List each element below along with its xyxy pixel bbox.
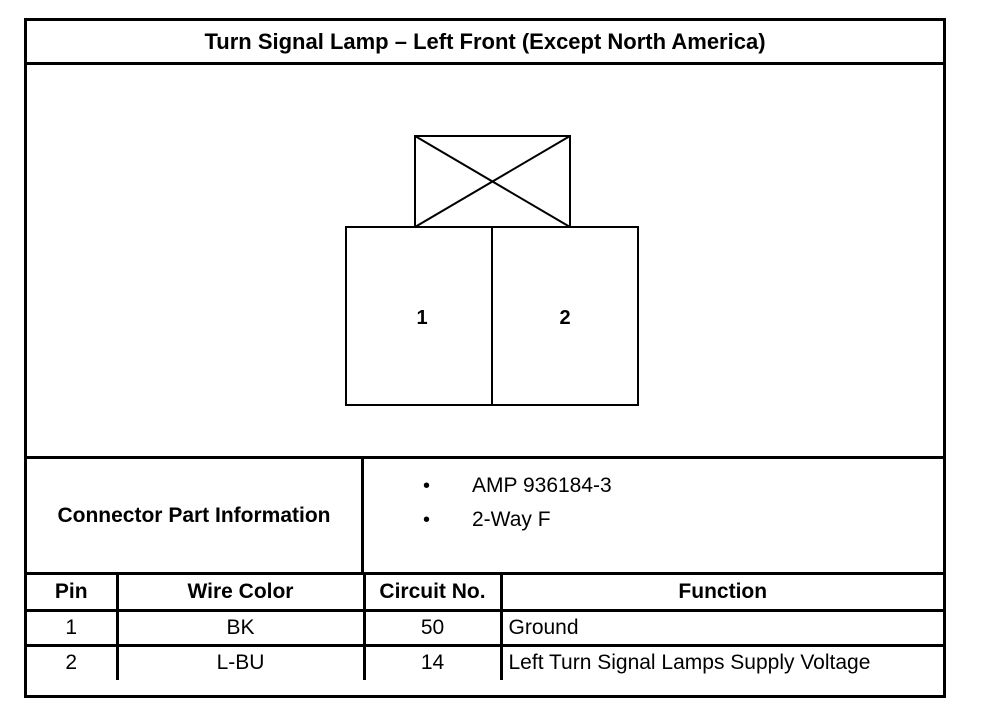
pin-table: Pin Wire Color Circuit No. Function 1 BK… [27, 575, 943, 680]
cell-function: Ground [499, 608, 943, 647]
locking-tab [414, 135, 571, 228]
pin-2-label: 2 [559, 307, 570, 329]
cell-circuit: 50 [362, 608, 503, 647]
bullet-icon: • [423, 508, 431, 531]
connector-part-info: Connector Part Information • AMP 936184-… [27, 459, 943, 575]
bullet-icon: • [423, 474, 431, 497]
cell-pin: 1 [27, 608, 119, 647]
header-wire-color: Wire Color [115, 575, 366, 612]
table-header-row: Pin Wire Color Circuit No. Function [27, 575, 943, 612]
part-info-item: • AMP 936184-3 [364, 469, 943, 503]
cell-circuit: 14 [362, 643, 503, 680]
part-info-label: Connector Part Information [27, 459, 364, 572]
part-number: AMP 936184-3 [472, 474, 612, 497]
cell-wire-color: L-BU [115, 643, 366, 680]
page-title: Turn Signal Lamp – Left Front (Except No… [27, 21, 943, 65]
part-info-list: • AMP 936184-3 • 2-Way F [364, 459, 943, 572]
cell-function: Left Turn Signal Lamps Supply Voltage [499, 643, 943, 680]
connector-type: 2-Way F [472, 508, 551, 531]
connector-sheet: Turn Signal Lamp – Left Front (Except No… [24, 18, 946, 698]
cell-wire-color: BK [115, 608, 366, 647]
table-row: 1 BK 50 Ground [27, 608, 943, 647]
table-row: 2 L-BU 14 Left Turn Signal Lamps Supply … [27, 643, 943, 680]
connector-diagram: 1 2 [27, 65, 943, 459]
pin-1-label: 1 [416, 307, 427, 329]
header-pin: Pin [27, 575, 119, 612]
header-function: Function [499, 575, 943, 612]
cell-pin: 2 [27, 643, 119, 680]
header-circuit: Circuit No. [362, 575, 503, 612]
part-info-item: • 2-Way F [364, 503, 943, 537]
connector-face-drawing: 1 2 [345, 135, 639, 406]
